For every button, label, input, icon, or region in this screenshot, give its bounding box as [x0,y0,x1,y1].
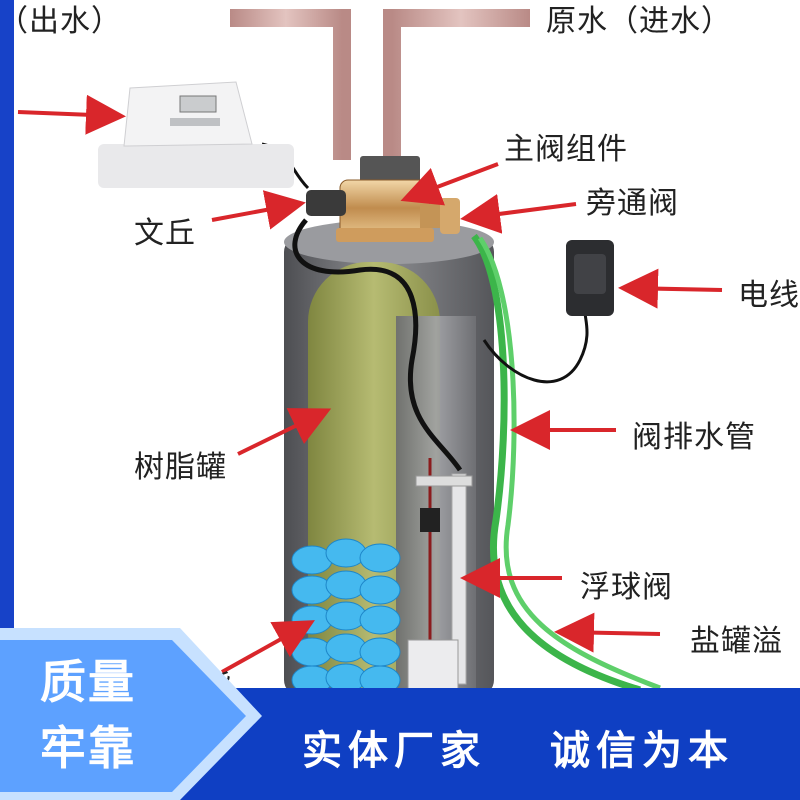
arrow-bypass [460,194,577,234]
label-soft-water-out: 软水（出水） [0,4,122,39]
inlet-pipe [383,9,530,160]
arrow-main-valve [400,162,499,206]
drain-line [471,233,642,694]
label-venturi: 文丘 [134,216,196,251]
controller-unit [98,81,294,188]
quality-badge [0,628,262,800]
label-bypass-valve: 旁通阀 [586,186,679,221]
slogan-left: 实体厂家 [302,728,486,774]
label-raw-water-in: 原水（进水） [546,4,732,39]
pointer-arrows [17,94,723,674]
label-resin-tank: 树脂罐 [134,450,227,485]
label-power: 电线 [738,278,800,313]
arrow-resin-tank [237,408,332,456]
slogan-right: 诚信为本 [550,728,734,774]
label-brine-overflow: 盐罐溢 [690,624,783,659]
outlet-pipe [230,9,351,160]
main-valve-body [339,179,431,237]
arrow-controller [17,94,126,135]
arrow-venturi [211,190,306,230]
label-drain-line: 阀排水管 [632,420,756,455]
float-ball [420,508,440,532]
label-main-valve: 主阀组件 [504,132,628,167]
badge-line-1: 质量 [40,655,136,709]
arrow-resin [221,620,315,674]
badge-line-2: 牢靠 [40,721,136,775]
resin-beads [291,538,401,695]
arrow-overflow [554,612,661,653]
arrow-power [618,268,723,309]
label-float-valve: 浮球阀 [580,570,673,605]
